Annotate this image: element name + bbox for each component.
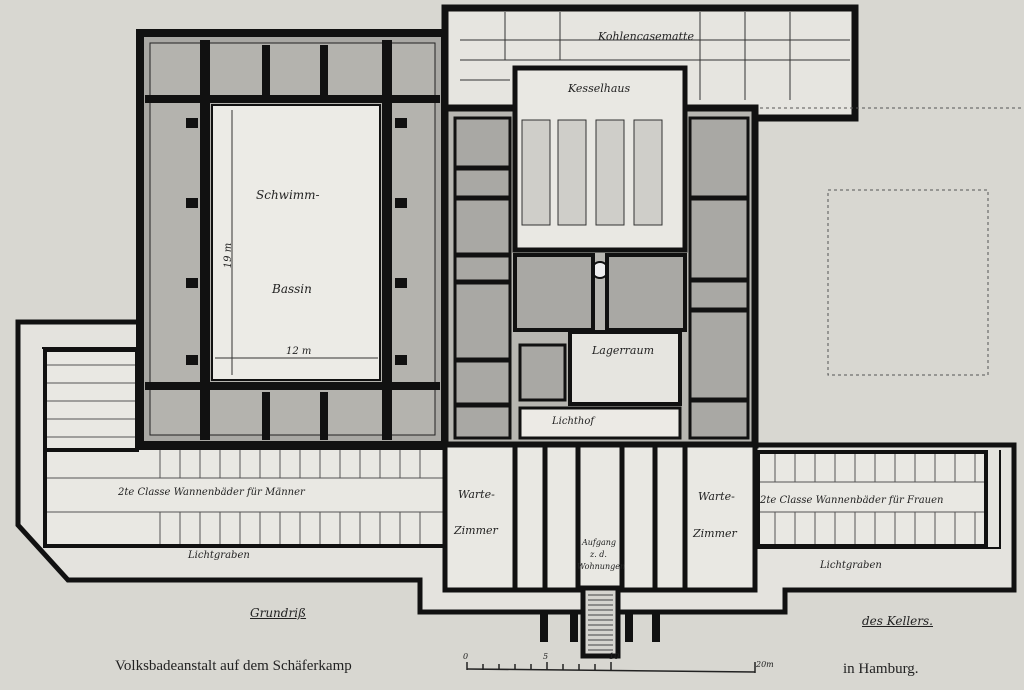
lichthof [518,406,682,440]
label-warte-left: Warte- [458,488,495,501]
scale-tick-5: 5 [543,652,549,661]
title-des-kellers: des Kellers. [862,614,933,628]
lagerraum [568,330,682,406]
scale-tick-20: 20m [756,660,774,669]
label-bassin: Bassin [272,282,312,296]
label-wohnungen: Wohnungen [577,562,626,571]
label-warte-right: Warte- [698,490,735,503]
label-men-baths: 2te Classe Wannenbäder für Männer [118,487,305,498]
entry-block [442,442,758,593]
caption-right: in Hamburg. [843,661,919,677]
label-kesselhaus: Kesselhaus [568,82,631,95]
label-zimmer-left: Zimmer [454,524,498,537]
outdoor-plot [827,189,989,376]
entrance-stair [580,585,621,659]
scale-bar [466,662,756,673]
label-lichtgraben-right: Lichtgraben [820,560,882,571]
label-lichtgraben-left: Lichtgraben [188,550,250,561]
label-length-dim: 19 m [223,242,235,269]
label-schwimm: Schwimm- [256,188,320,202]
label-zimmer-right: Zimmer [693,527,737,540]
label-women-baths: 2te Classe Wannenbäder für Frauen [760,495,944,506]
scale-tick-0: 0 [463,652,469,661]
label-width-dim: 12 m [286,346,312,357]
label-kohlencasematte: Kohlencasematte [598,30,694,43]
label-lagerraum: Lagerraum [592,344,655,357]
title-grundriss: Grundriß [250,606,307,620]
caption-left: Volksbadeanstalt auf dem Schäferkamp [115,658,352,674]
swimming-pool [211,104,381,381]
scale-tick-10: 10 [609,652,620,661]
label-aufgang: Aufgang [582,538,617,547]
label-lichthof: Lichthof [552,416,595,427]
label-aufgang-zd: z. d. [590,550,607,559]
